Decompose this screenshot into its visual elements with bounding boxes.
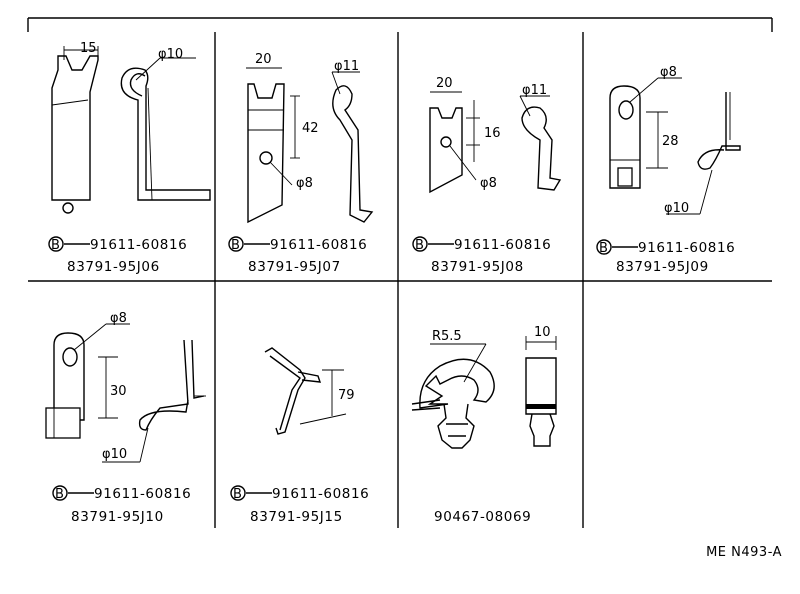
dim-j07-width: 20 — [255, 52, 272, 67]
svg-text:B: B — [233, 487, 242, 502]
clamp-part-j08: 83791-95J08 — [431, 259, 524, 275]
dim-j06-hole: φ10 — [158, 47, 183, 62]
dim-j08-hole-small: φ8 — [480, 176, 497, 191]
clamp-part-j09: 83791-95J09 — [616, 259, 709, 275]
bolt-marker: B — [51, 238, 60, 253]
clamp-part-j07: 83791-95J07 — [248, 259, 341, 275]
clamp-j10-drawing: 30 φ8 φ10 — [45, 311, 206, 463]
bolt-part-j09: 91611-60816 — [638, 240, 735, 256]
dim-j07-hole: φ11 — [334, 59, 359, 74]
bolt-part-j06: 91611-60816 — [90, 237, 187, 253]
clamp-j07-drawing: 20 42 φ8 φ11 — [246, 52, 374, 224]
clamp-part-j06: 83791-95J06 — [67, 259, 160, 275]
cell-clip-labels: 90467-08069 — [434, 509, 531, 525]
clamp-j09-drawing: 28 φ8 φ10 — [609, 65, 741, 216]
cell-j06-labels: B 91611-60816 83791-95J06 — [48, 236, 187, 275]
cell-j10-labels: B 91611-60816 83791-95J10 — [52, 485, 191, 525]
grid-lines — [27, 17, 773, 528]
clamp-part-j10: 83791-95J10 — [71, 509, 164, 525]
dim-j08-length: 16 — [484, 126, 501, 141]
svg-text:B: B — [599, 241, 608, 256]
sheet-code: ME N493-A — [706, 545, 782, 560]
cell-j15-labels: B 91611-60816 83791-95J15 — [230, 485, 369, 525]
bolt-part-j15: 91611-60816 — [272, 486, 369, 502]
dim-j09-length: 28 — [662, 134, 679, 149]
svg-text:B: B — [55, 487, 64, 502]
svg-text:B: B — [415, 238, 424, 253]
dim-j15-length: 79 — [338, 388, 355, 403]
clamp-j06-drawing: 15 φ10 — [51, 41, 211, 214]
clamp-j08-drawing: 20 16 φ8 φ11 — [429, 76, 562, 194]
dim-j10-hole: φ10 — [102, 447, 127, 462]
bolt-part-j10: 91611-60816 — [94, 486, 191, 502]
dim-j08-hole: φ11 — [522, 83, 547, 98]
dim-j10-length: 30 — [110, 384, 127, 399]
dim-j06-width: 15 — [80, 41, 97, 56]
dim-j09-hole-small: φ8 — [660, 65, 677, 80]
clip-part: 90467-08069 — [434, 509, 531, 525]
bolt-part-j07: 91611-60816 — [270, 237, 367, 253]
dim-j07-hole-small: φ8 — [296, 176, 313, 191]
dim-j07-length: 42 — [302, 121, 319, 136]
bolt-part-j08: 91611-60816 — [454, 237, 551, 253]
dim-j10-hole-small: φ8 — [110, 311, 127, 326]
dim-j08-width: 20 — [436, 76, 453, 91]
cell-j09-labels: B 91611-60816 83791-95J09 — [596, 239, 735, 275]
cell-j07-labels: B 91611-60816 83791-95J07 — [228, 236, 367, 275]
dim-j09-hole: φ10 — [664, 201, 689, 216]
svg-text:B: B — [231, 238, 240, 253]
clamp-j15-drawing: 79 — [264, 347, 355, 435]
clamp-part-j15: 83791-95J15 — [250, 509, 343, 525]
dim-clip-width: 10 — [534, 325, 551, 340]
cell-j08-labels: B 91611-60816 83791-95J08 — [412, 236, 551, 275]
dim-clip-radius: R5.5 — [432, 329, 462, 344]
clip-drawing: R5.5 10 — [411, 325, 557, 449]
